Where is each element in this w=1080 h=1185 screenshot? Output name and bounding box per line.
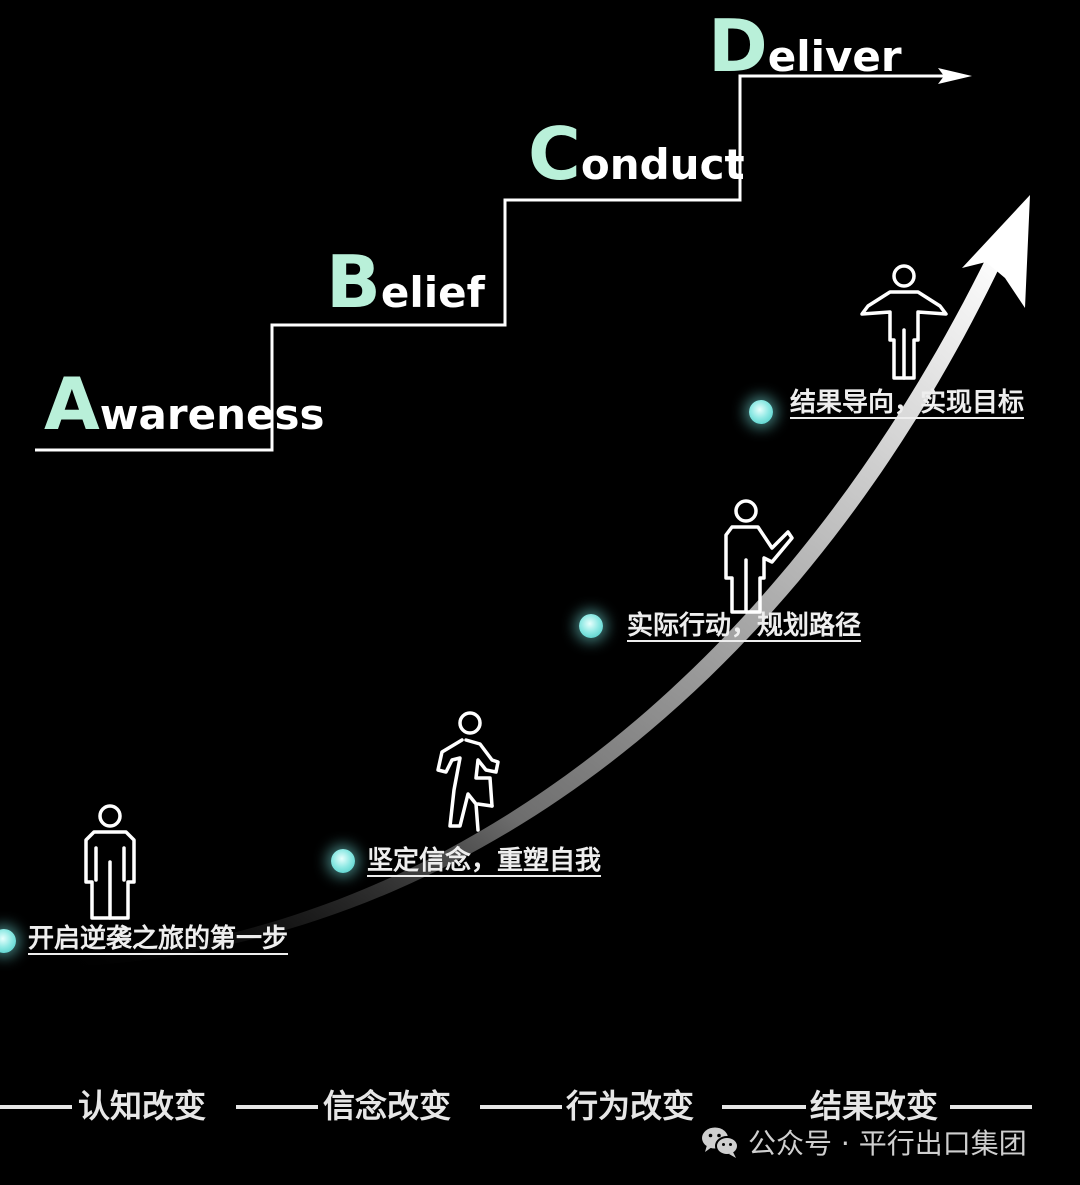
stage-initial: D [708,4,768,88]
bottom-divider [722,1105,806,1109]
bottom-label-behavior: 行为改变 [566,1087,695,1125]
shrugging-person-icon [860,264,948,380]
stage-rest: eliver [767,32,902,81]
milestone-text-3: 实际行动，规划路径 [627,611,862,641]
bottom-divider [950,1105,1032,1109]
milestone-dot-1 [0,929,16,953]
milestone-dot-3 [579,614,603,638]
stage-conduct: Conduct [528,118,745,190]
stage-belief: Belief [326,246,485,318]
stage-rest: elief [380,268,485,317]
milestone-dot-2 [331,849,355,873]
staircase-line [35,74,945,452]
bottom-label-result: 结果改变 [810,1087,939,1125]
staircase-arrowhead-icon [938,68,972,84]
watermark: 公众号 · 平行出口集团 [700,1122,1027,1162]
stage-initial: A [44,362,100,446]
stage-rest: wareness [99,390,325,439]
bottom-divider [0,1105,72,1109]
milestone-text-4: 结果导向，实现目标 [790,388,1025,418]
bottom-label-cognition: 认知改变 [78,1087,207,1125]
milestone-text-1: 开启逆袭之旅的第一步 [28,924,289,954]
milestone-text-2: 坚定信念，重塑自我 [367,846,602,876]
watermark-text: 公众号 · 平行出口集团 [748,1127,1027,1160]
milestone-dot-4 [749,400,773,424]
stage-deliver: Deliver [708,10,902,82]
wechat-icon [702,1127,739,1158]
growth-curve-arrowhead-icon [962,195,1030,308]
stage-initial: B [326,240,381,324]
bottom-divider [236,1105,318,1109]
bottom-label-belief: 信念改变 [323,1087,452,1125]
bottom-divider [480,1105,562,1109]
stage-rest: onduct [580,140,745,189]
pointing-person-icon [724,499,794,614]
climbing-person-icon [436,711,500,832]
stage-initial: C [528,112,581,196]
stage-awareness: Awareness [44,368,324,440]
standing-person-icon [84,804,136,920]
